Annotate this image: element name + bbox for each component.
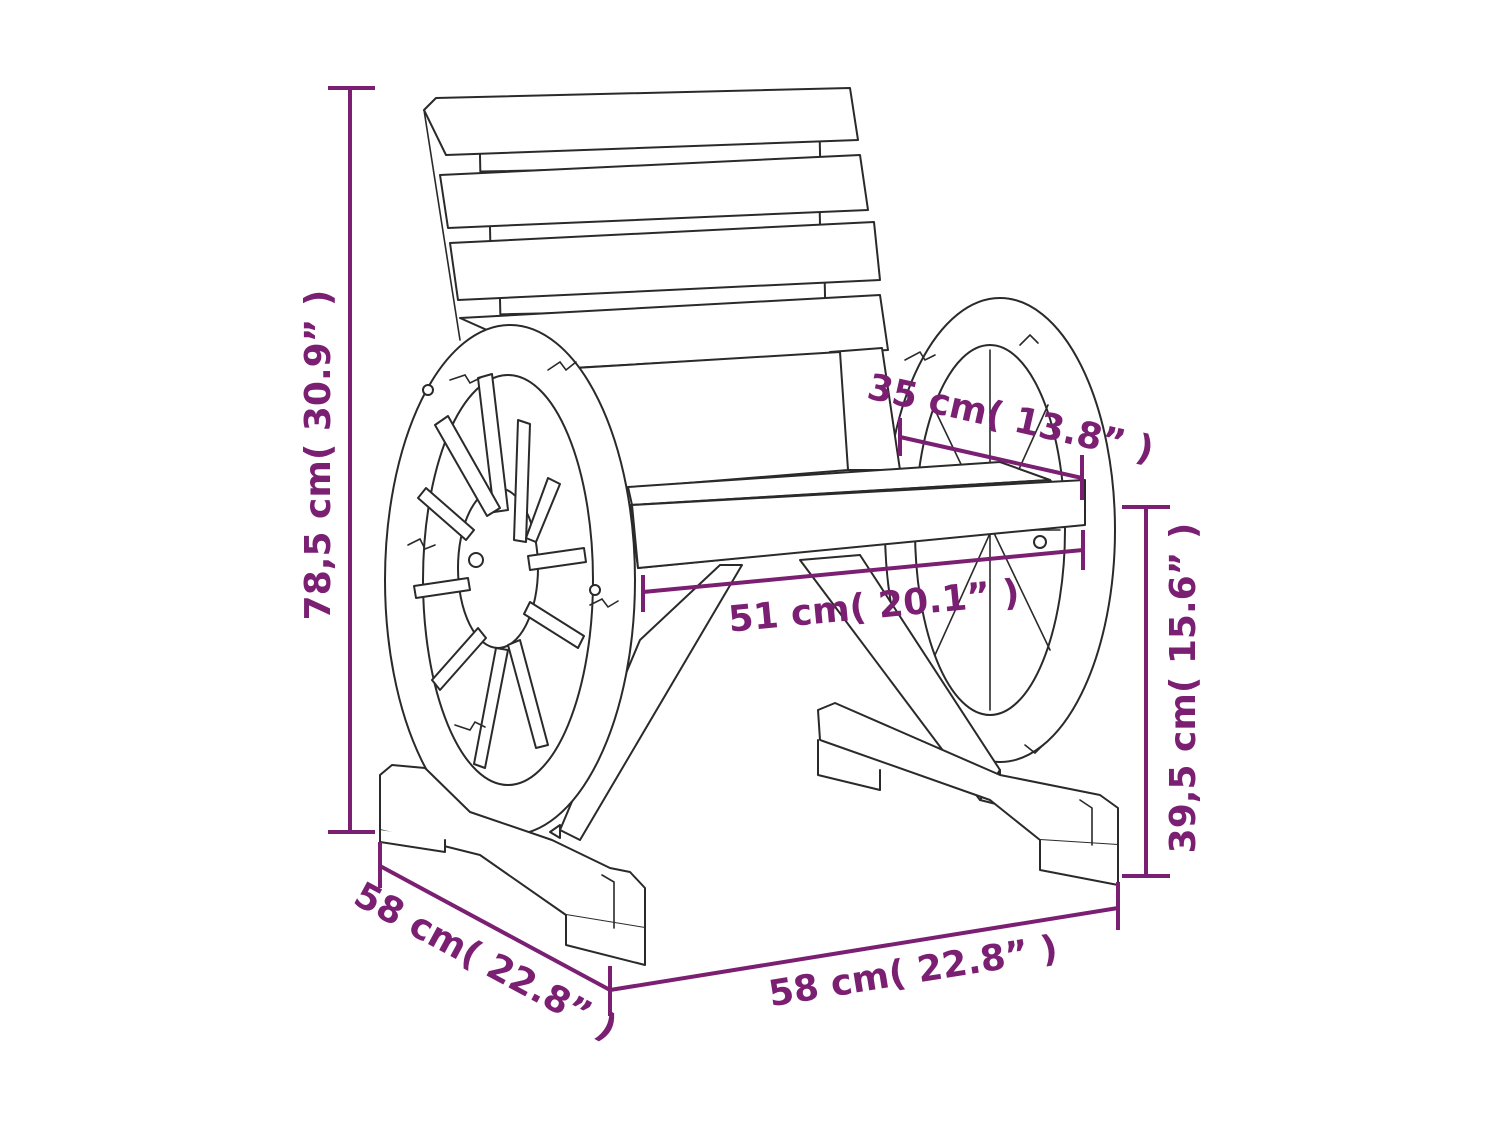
width-dimension xyxy=(609,882,1120,992)
seat-width-dimension xyxy=(641,530,1085,612)
dimension-lines xyxy=(328,86,1170,1016)
height-dimension xyxy=(328,86,375,834)
seat-front-edge xyxy=(631,479,1086,569)
height-label: 78,5 cm( 30.9” ) xyxy=(298,290,339,621)
left-wheel xyxy=(384,324,636,839)
seat-depth-dimension xyxy=(898,418,1084,500)
seat-height-dimension xyxy=(1122,505,1170,878)
depth-dimension xyxy=(378,842,612,1016)
backrest xyxy=(423,87,889,369)
chair-drawing xyxy=(379,87,1119,966)
left-foot xyxy=(379,764,646,966)
right-foot xyxy=(817,702,1119,886)
wheel-spokes xyxy=(413,373,587,769)
seat-height-label: 39,5 cm( 15.6” ) xyxy=(1163,523,1204,854)
